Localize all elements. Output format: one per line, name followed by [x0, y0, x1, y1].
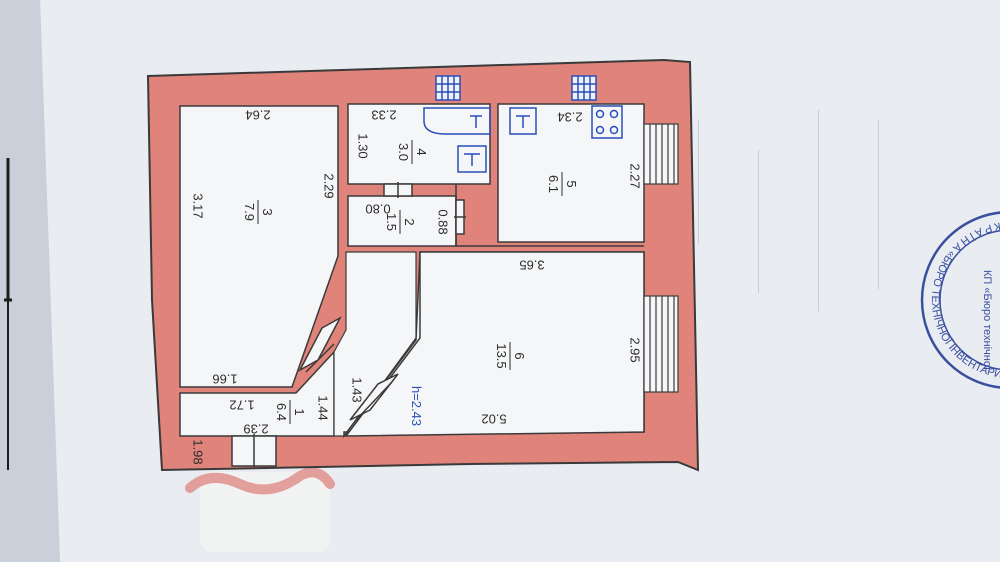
window-room5	[643, 123, 679, 185]
room-1-number: 1	[292, 408, 307, 415]
room-4-label: 4 3.0	[396, 140, 429, 164]
dimension-labels: 2.64 3.17 2.29 1.66 1.72 1.98 1.44 2.39 …	[191, 108, 643, 465]
bathtub-icon	[423, 107, 491, 135]
ceiling-height-note: h=2.43	[409, 386, 424, 426]
dim-room3-right: 2.29	[322, 173, 337, 198]
room-2	[347, 195, 457, 247]
room-labels: 3 7.9 1 6.4 4 3.0 2 1.5 5 6.1	[242, 140, 579, 426]
room-2-number: 2	[402, 218, 417, 225]
vent-grille-bath	[435, 75, 461, 101]
svg-text:______________________: ______________________	[757, 149, 772, 294]
vent-grille-kitchen	[571, 75, 597, 101]
room-1-label: 1 6.4	[274, 400, 307, 424]
kitchen-sink-icon	[509, 107, 537, 135]
svg-text:__________________________: __________________________	[877, 119, 892, 290]
dim-room3-bottom: 1.66	[212, 372, 237, 387]
room-3-label: 3 7.9	[242, 200, 275, 224]
room-2-label: 2 1.5	[384, 210, 417, 234]
room-6-number: 6	[512, 352, 527, 359]
dim-room2-right: 0.88	[436, 209, 451, 234]
dim-room4-top: 2.33	[371, 108, 396, 123]
room-4-area: 3.0	[396, 143, 411, 161]
stamp-inner-text: КП «Бюро технічної	[981, 270, 993, 370]
dim-room6-top: 3.65	[519, 258, 544, 273]
door-room4	[383, 182, 413, 198]
room-2-area: 1.5	[384, 213, 399, 231]
corridor	[333, 251, 417, 437]
door-room2	[454, 199, 466, 235]
dim-room5-top: 2.34	[557, 110, 582, 125]
room-3	[179, 105, 339, 388]
dim-room3-top: 2.64	[245, 108, 270, 123]
sink-icon	[457, 145, 487, 173]
room-5-number: 5	[564, 180, 579, 187]
door-room3	[298, 316, 342, 373]
room-5-label: 5 6.1	[546, 172, 579, 196]
svg-text:___________________: ___________________	[697, 119, 712, 244]
dim-room1-left: 1.98	[191, 439, 206, 464]
redacted-signature	[185, 467, 335, 552]
room-6-area: 13.5	[494, 343, 509, 368]
window-room6	[643, 295, 679, 393]
dim-room5-right: 2.27	[628, 163, 643, 188]
dim-room3-left: 3.17	[191, 193, 206, 218]
dim-room1-top: 1.72	[229, 398, 254, 413]
room-3-area: 7.9	[242, 203, 257, 221]
dim-room6-right: 2.95	[628, 337, 643, 362]
dim-room4-left: 1.30	[356, 133, 371, 158]
stove-icon	[591, 105, 623, 139]
room-3-number: 3	[260, 208, 275, 215]
show-through-text: ___________________ ____________________…	[697, 109, 892, 312]
room-6-label: 6 13.5	[494, 342, 527, 370]
dim-room2-top: 0.80	[365, 202, 390, 217]
dim-room1-bottom: 2.39	[243, 422, 268, 437]
room-1-area: 6.4	[274, 403, 289, 421]
door-room1	[349, 373, 399, 421]
room-4	[347, 103, 491, 185]
entrance-door	[231, 434, 277, 468]
room-4-number: 4	[414, 148, 429, 155]
room-5-area: 6.1	[546, 175, 561, 193]
svg-text:______________________________: _______________________________	[817, 109, 832, 312]
page-margin-lines	[4, 158, 12, 470]
dim-room6-left: 1.43	[350, 377, 365, 402]
floor-plan	[146, 58, 700, 472]
dim-room6-bottom: 5.02	[481, 412, 506, 427]
dim-room1-right: 1.44	[316, 395, 331, 420]
